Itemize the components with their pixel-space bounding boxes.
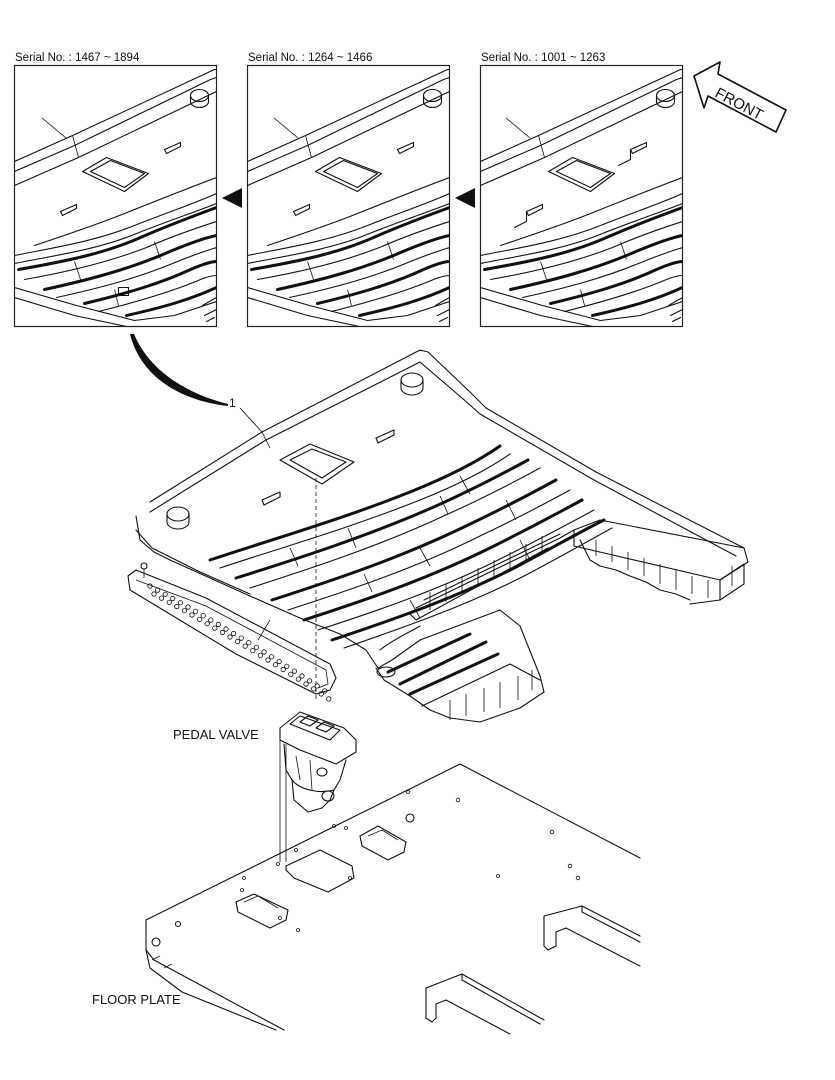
plate-hole [159, 595, 165, 601]
plate-hole [250, 648, 256, 654]
inset-2-serial: Serial No. : 1264 ~ 1466 [248, 52, 373, 64]
floor-mat [135, 349, 749, 723]
plate-hole [197, 616, 203, 622]
plate-hole [242, 643, 248, 649]
plate-hole [272, 662, 279, 668]
front-arrow-icon: FRONT [693, 61, 787, 133]
inset-frame-3 [479, 64, 684, 328]
plate-hole [170, 595, 176, 602]
plate-hole [238, 635, 244, 641]
plate-hole [253, 644, 259, 650]
plate-hole [189, 612, 195, 618]
inset-3-leader [505, 117, 531, 139]
plate-hole [223, 626, 229, 632]
floor-plate-label: FLOOR PLATE [92, 992, 181, 1007]
plate-hole [235, 638, 241, 645]
plate-hole [231, 630, 237, 637]
plate-hole [326, 696, 332, 702]
inset-1-leader [41, 117, 67, 139]
plate-hole [246, 640, 252, 646]
plate-hole [181, 608, 187, 614]
plate-hole [166, 599, 172, 605]
inset-1-serial: Serial No. : 1467 ~ 1894 [15, 52, 140, 64]
plate-hole [185, 604, 191, 610]
plate-hole [219, 629, 225, 636]
inset-3-serial: Serial No. : 1001 ~ 1263 [481, 52, 606, 64]
plate-hole [306, 678, 313, 684]
plate-hole [314, 683, 320, 689]
plate-hole [177, 600, 183, 606]
main-callout: 1 [229, 396, 236, 410]
plate-hole [215, 621, 221, 628]
plate-hole [280, 666, 286, 673]
plate-hole [322, 688, 328, 694]
plate-hole [288, 671, 294, 677]
plate-hole [299, 673, 305, 679]
floor-plate [145, 763, 641, 1035]
main-leader [239, 407, 263, 433]
plate-hole [227, 634, 233, 640]
pedal-valve-label: PEDAL VALVE [173, 727, 259, 742]
triangle-left-icon [455, 188, 475, 208]
plate-hole [265, 657, 271, 663]
plate-hole [208, 617, 214, 623]
plate-hole [291, 668, 297, 674]
inset-mat-1 [14, 68, 217, 327]
plate-hole [162, 591, 168, 597]
plate-hole [200, 613, 206, 619]
plate-hole [193, 608, 199, 614]
plate-hole [284, 663, 290, 669]
inset-2-leader [273, 117, 299, 139]
plate-hole [318, 691, 324, 697]
plate-hole [295, 676, 301, 682]
pedal-valve [279, 711, 357, 862]
plate-hole [155, 587, 161, 593]
plate-hole [151, 591, 157, 597]
plate-hole [268, 654, 275, 660]
plate-hole [261, 649, 267, 655]
plate-hole [204, 621, 210, 627]
triangle-left-icon [222, 188, 242, 208]
inset-mat-3 [480, 68, 683, 327]
plate-hole [310, 686, 317, 692]
plate-hole [303, 681, 309, 687]
plate-hole [257, 652, 263, 658]
plate-hole [174, 603, 180, 610]
plate-hole [212, 625, 218, 631]
plate-hole [276, 658, 282, 665]
inset-frame-1 [13, 64, 218, 328]
perforated-plate [127, 562, 337, 702]
plate-hole [147, 583, 153, 589]
zoom-sweep [130, 334, 228, 406]
inset-frame-2 [246, 64, 451, 328]
